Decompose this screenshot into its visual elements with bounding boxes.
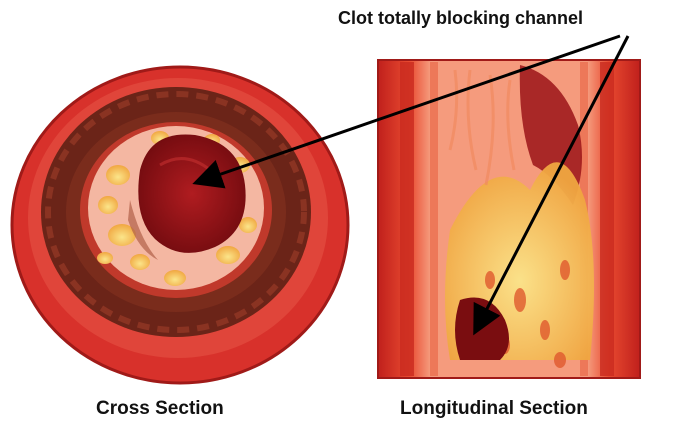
callout-label: Clot totally blocking channel [338,8,583,29]
longitudinal-section-caption: Longitudinal Section [400,398,588,420]
cross-section-artery [12,67,348,383]
cross-section-caption: Cross Section [96,398,224,420]
clot [138,134,245,252]
